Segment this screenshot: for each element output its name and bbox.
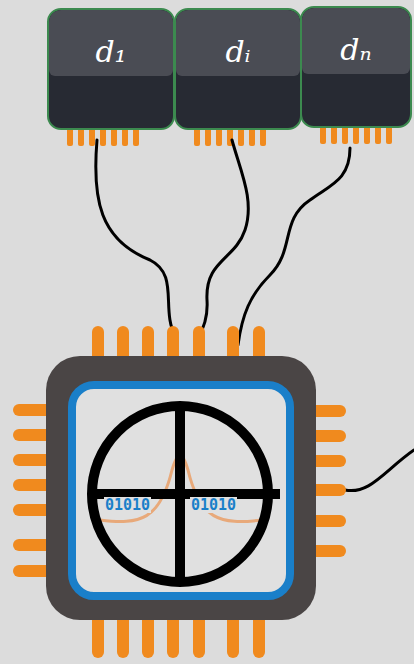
- binary-text: 01010: [190, 497, 237, 513]
- binary-text: 01010: [104, 497, 151, 513]
- device-label: dᵢ: [176, 34, 300, 70]
- chip-body: [46, 356, 316, 620]
- device-chip: dᵢ: [174, 8, 302, 130]
- chip-pins: [13, 326, 346, 658]
- device-label: d₁: [49, 34, 173, 70]
- device-chip: d₁: [47, 8, 175, 130]
- device-label: dₙ: [302, 32, 410, 68]
- crosshair-symbol: [92, 406, 280, 582]
- device-chip: dₙ: [300, 6, 412, 128]
- chip-die: [72, 385, 290, 596]
